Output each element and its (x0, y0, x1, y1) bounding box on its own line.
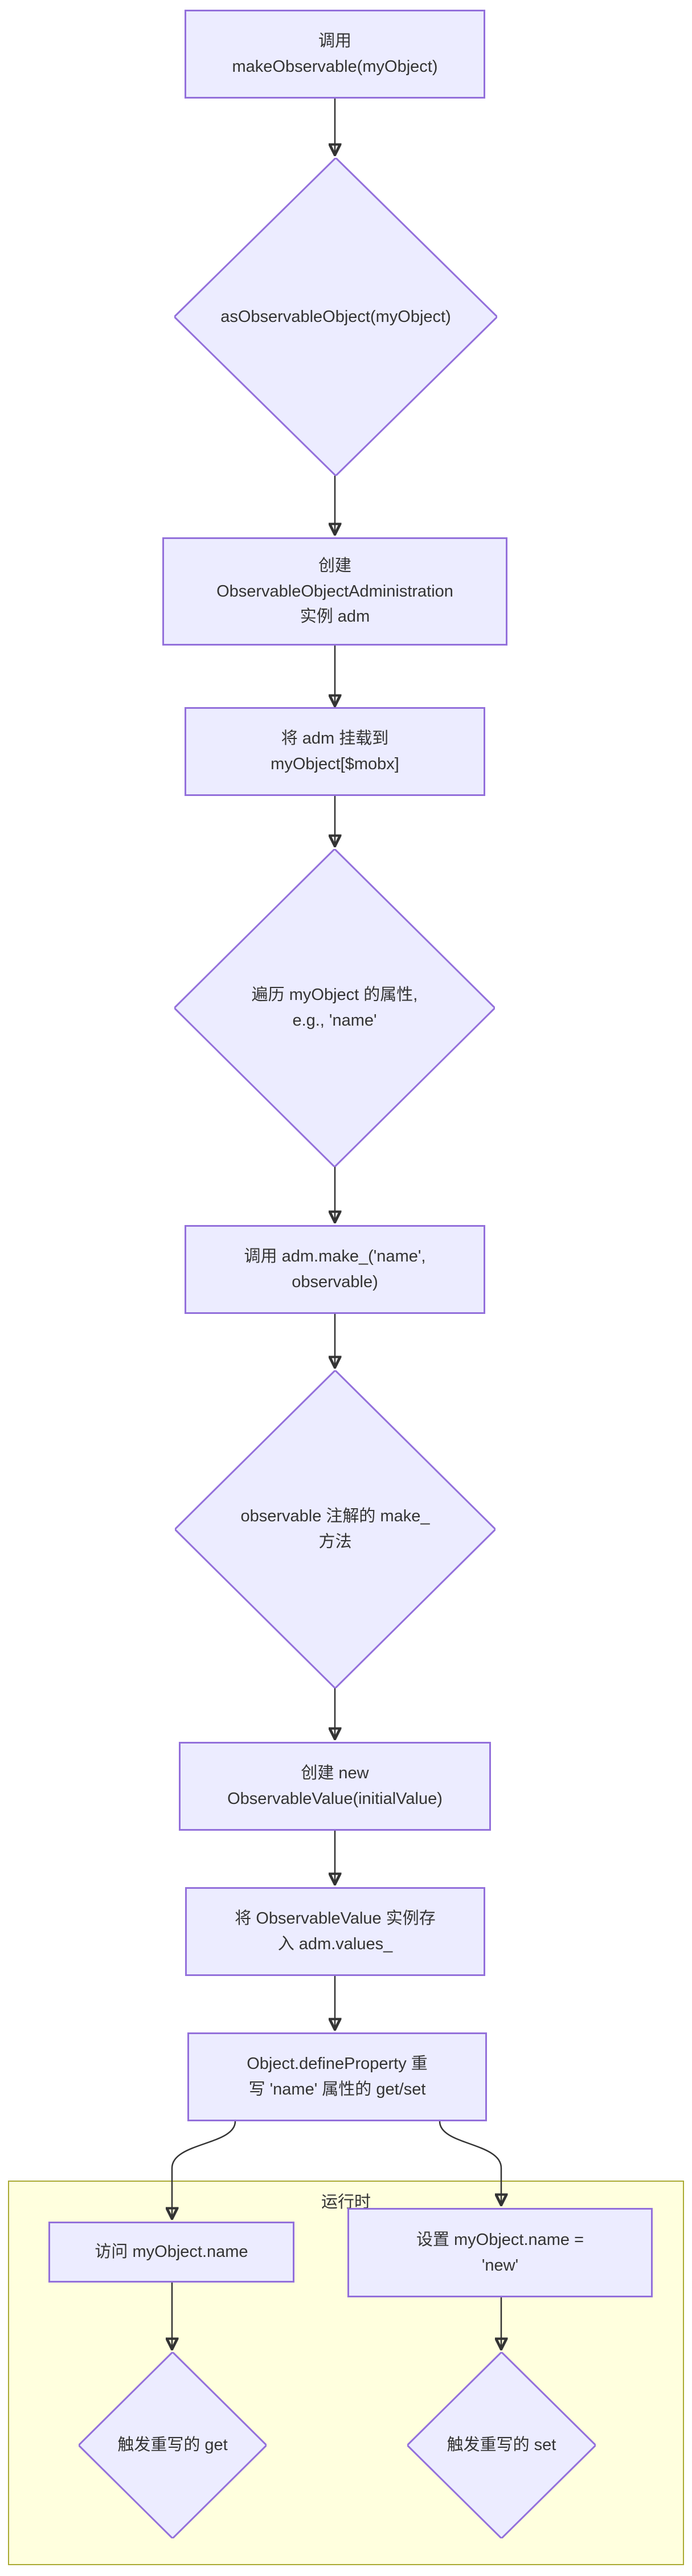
node-access-name: 访问 myObject.name (48, 2222, 294, 2283)
node-label-line: Object.defineProperty 重 (247, 2055, 428, 2073)
diamond-shape (79, 2352, 267, 2538)
diamond-shape (407, 2352, 596, 2538)
node-label-line: ObservableValue(initialValue) (227, 1790, 443, 1808)
node-iterate-properties-decision: 遍历 myObject 的属性, e.g., 'name' (174, 849, 495, 1167)
node-label-line: 触发重写的 get (117, 2436, 228, 2455)
node-label-line: 创建 new (301, 1764, 369, 1783)
node-label-line: 触发重写的 set (447, 2436, 556, 2455)
node-label-line: 创建 (318, 556, 351, 575)
node-label-line: ObservableObjectAdministration (216, 582, 453, 601)
node-trigger-set: 触发重写的 set (407, 2352, 596, 2538)
node-create-adm: 创建 ObservableObjectAdministration 实例 adm (162, 537, 507, 646)
node-label-line: 实例 adm (300, 607, 370, 626)
node-asobservableobject-decision: asObservableObject(myObject) (174, 158, 497, 476)
node-call-adm-make: 调用 adm.make_('name', observable) (185, 1225, 485, 1314)
node-label-line: asObservableObject(myObject) (220, 307, 451, 326)
node-label-line: 遍历 myObject 的属性, (251, 986, 418, 1005)
node-label-line: 调用 (318, 32, 351, 51)
node-mount-adm: 将 adm 挂载到 myObject[$mobx] (185, 707, 485, 796)
node-store-in-adm-values: 将 ObservableValue 实例存 入 adm.values_ (185, 1887, 485, 1976)
node-label-line: 调用 adm.make_('name', (244, 1247, 426, 1266)
edge-defineproperty-to-set-access (439, 2121, 501, 2205)
edge-defineproperty-to-get-access (172, 2121, 236, 2219)
node-label-line: e.g., 'name' (292, 1011, 377, 1030)
node-label-line: 方法 (318, 1533, 352, 1551)
node-label-line: 'new' (481, 2256, 519, 2275)
node-label-line: observable) (292, 1273, 378, 1291)
node-trigger-get: 触发重写的 get (79, 2352, 267, 2538)
diamond-shape (174, 158, 497, 476)
node-label-line: observable 注解的 make_ (240, 1507, 430, 1526)
node-label-line: 访问 myObject.name (95, 2243, 248, 2261)
diamond-shape (174, 849, 495, 1167)
node-label-line: makeObservable(myObject) (232, 58, 438, 76)
node-label-line: 写 'name' 属性的 get/set (248, 2080, 426, 2099)
node-label-line: 将 adm 挂载到 (281, 729, 389, 748)
node-new-observablevalue: 创建 new ObservableValue(initialValue) (179, 1742, 491, 1831)
node-set-name: 设置 myObject.name = 'new' (347, 2208, 653, 2297)
diamond-shape (175, 1370, 496, 1688)
node-label-line: 入 adm.values_ (277, 1935, 393, 1953)
node-call-makeobservable: 调用 makeObservable(myObject) (185, 10, 485, 99)
node-label-line: 将 ObservableValue 实例存 (235, 1909, 436, 1928)
node-label-line: myObject[$mobx] (271, 755, 399, 773)
node-label-line: 设置 myObject.name = (416, 2230, 584, 2249)
node-observable-annotation-decision: observable 注解的 make_ 方法 (175, 1370, 496, 1688)
node-defineproperty-override: Object.defineProperty 重 写 'name' 属性的 get… (187, 2032, 487, 2121)
